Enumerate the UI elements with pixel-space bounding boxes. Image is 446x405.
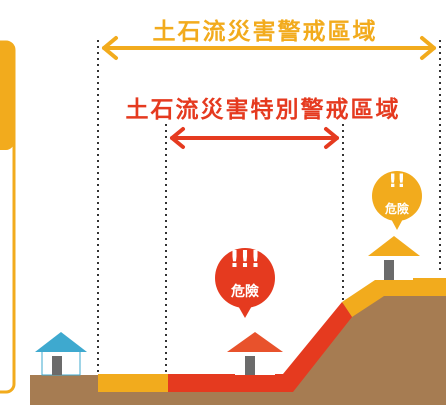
medium-risk-bubble: [372, 171, 422, 230]
medium-risk-exclamation: !!: [388, 170, 406, 192]
warning-zone-band: [98, 278, 446, 392]
high-risk-label: 危險: [231, 284, 259, 300]
warning-zone-arrow: [102, 36, 436, 60]
zone-boundary-lines: [97, 40, 441, 378]
warning-zone-label: 土石流災害警戒區域: [152, 19, 378, 45]
safe-house: [35, 332, 87, 376]
left-side-panel: [0, 40, 16, 394]
high-risk-exclamation: !!!: [229, 247, 261, 273]
danger-house-lower: [227, 332, 283, 375]
special-zone-arrow: [170, 127, 339, 149]
special-warning-zone-label: 土石流災害特別警戒區域: [125, 97, 401, 123]
medium-risk-label: 危險: [384, 202, 409, 216]
danger-house-upper: [368, 236, 420, 280]
special-zone-band: [168, 302, 352, 392]
high-risk-bubble: [215, 248, 275, 318]
